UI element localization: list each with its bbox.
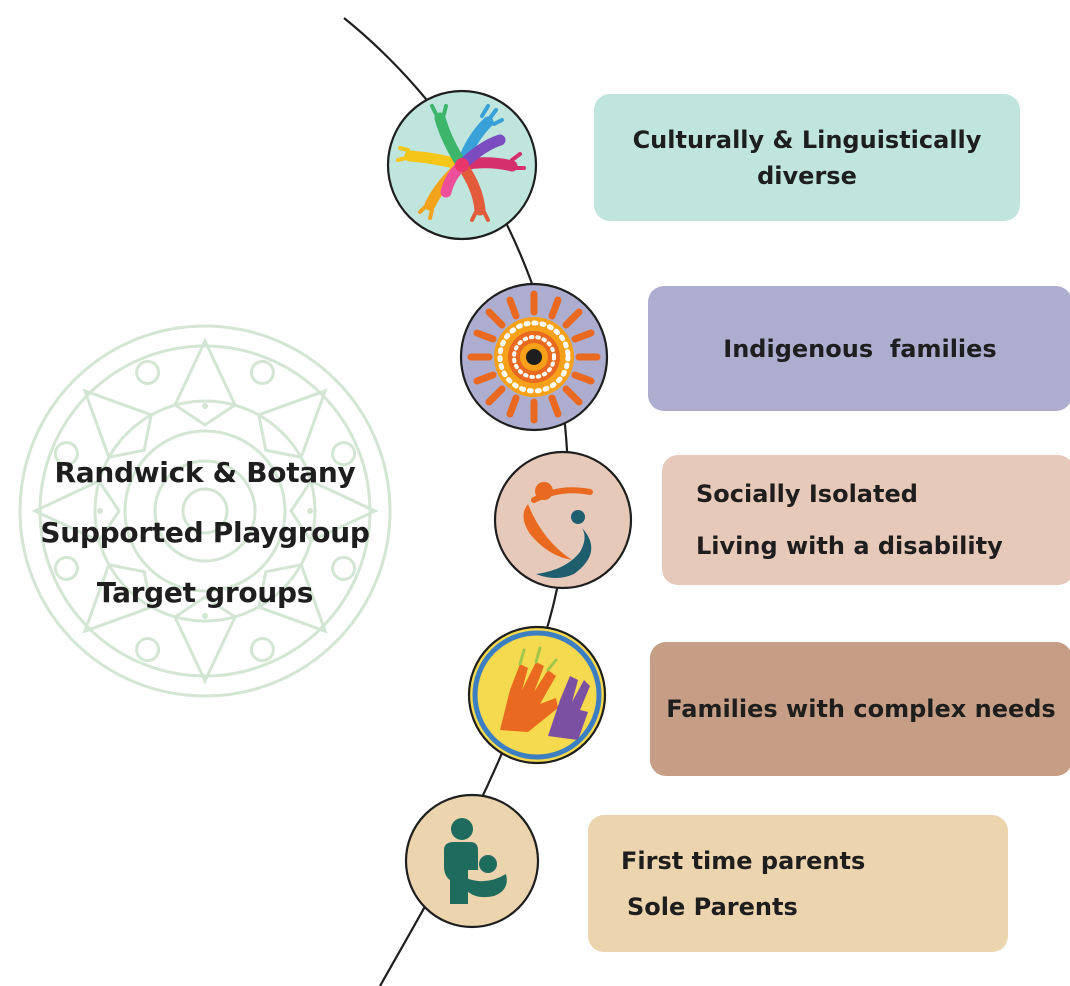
group-card-line: Culturally & Linguistically [632, 125, 982, 154]
group-card-line: diverse [757, 161, 857, 190]
title-line-2: Supported Playgroup [40, 516, 370, 549]
mandala-background [18, 324, 392, 698]
aboriginal-dot-art-icon [459, 282, 609, 432]
group-card-indigenous: Indigenous families [648, 286, 1070, 411]
group-card-line: Indigenous families [723, 334, 997, 363]
parent-child-heart-icon [493, 450, 633, 590]
group-card-line: Living with a disability [696, 532, 1003, 560]
parent-holding-baby-icon [404, 793, 540, 929]
title-line-3: Target groups [96, 576, 314, 609]
group-card-parents: First time parents Sole Parents [588, 815, 1008, 952]
group-card-culturally-diverse: Culturally & Linguistically diverse [594, 94, 1020, 221]
title-line-1: Randwick & Botany [54, 456, 356, 489]
mandala-dots [97, 403, 313, 619]
group-card-line: Families with complex needs [666, 695, 1056, 723]
group-card-line: Sole Parents [627, 892, 798, 921]
helping-hands-icon [467, 625, 607, 765]
group-card-line: First time parents [621, 846, 866, 875]
mandala-petals [31, 337, 379, 685]
mandala-rings [53, 359, 357, 663]
group-card-isolated-disability: Socially Isolated Living with a disabili… [662, 455, 1070, 585]
diagram-title: Randwick & Botany Supported Playgroup Ta… [20, 443, 390, 623]
group-card-line: Socially Isolated [696, 480, 918, 508]
group-card-complex-needs: Families with complex needs [650, 642, 1070, 776]
diverse-hands-icon [386, 89, 538, 241]
